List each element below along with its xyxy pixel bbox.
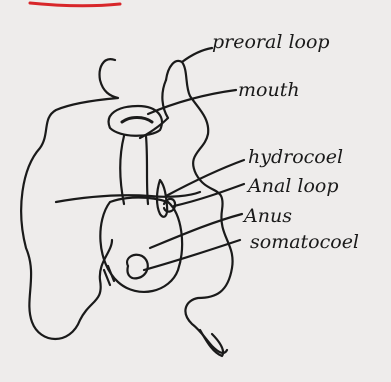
pointer-preoral-loop: [182, 48, 212, 62]
label-somatocoel: somatocoel: [250, 231, 359, 253]
somatocoel: [127, 255, 148, 279]
label-hydrocoel: hydrocoel: [248, 146, 343, 168]
red-mark: [30, 3, 120, 6]
left-hatch: [104, 266, 114, 285]
oesophagus-left: [120, 136, 124, 204]
mouth-opening: [122, 118, 152, 123]
pointer-hydrocoel: [166, 160, 244, 196]
label-anus: Anus: [242, 205, 292, 227]
label-mouth: mouth: [238, 79, 300, 101]
label-preoral-loop: preoral loop: [212, 31, 330, 53]
label-anal-loop: Anal loop: [246, 175, 339, 197]
pointer-mouth: [148, 90, 236, 114]
outer-ciliated-band-right: [166, 61, 233, 353]
oesophagus-right: [146, 136, 148, 204]
